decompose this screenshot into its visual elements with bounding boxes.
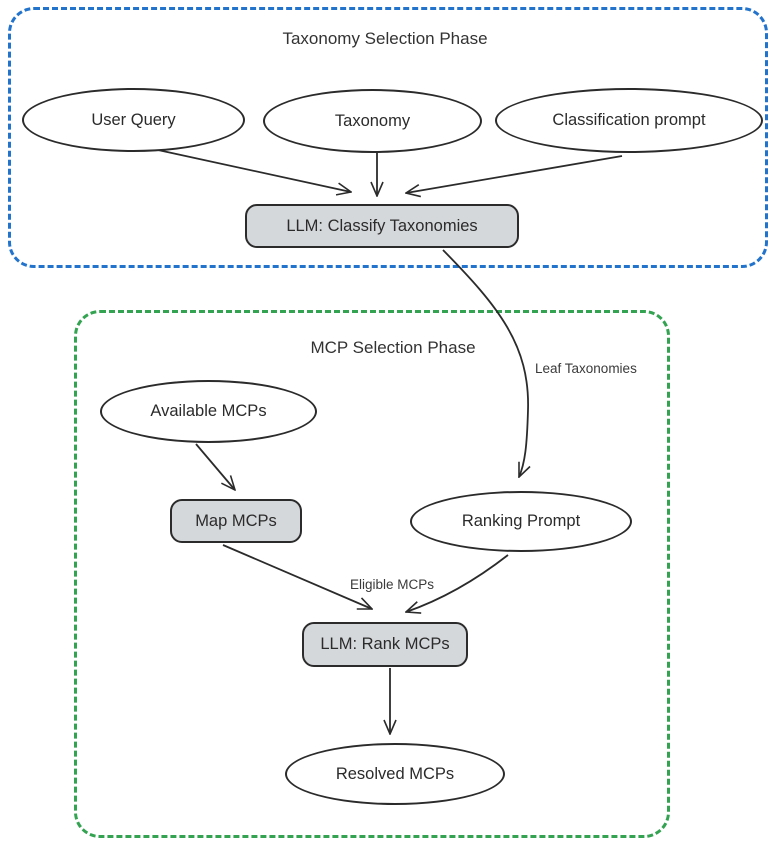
node-map-mcps-label: Map MCPs	[195, 511, 277, 530]
node-taxonomy: Taxonomy	[263, 89, 482, 153]
edge-classification-prompt-to-llm-classify	[406, 155, 623, 193]
node-available-mcps: Available MCPs	[100, 380, 317, 443]
node-map-mcps: Map MCPs	[170, 499, 302, 543]
edge-available-mcps-to-map-mcps	[195, 443, 235, 490]
node-resolved-mcps: Resolved MCPs	[285, 743, 505, 805]
node-classification-prompt-label: Classification prompt	[552, 111, 706, 129]
node-taxonomy-label: Taxonomy	[334, 111, 411, 130]
node-llm-classify-taxonomies-label: LLM: Classify Taxonomies	[286, 216, 478, 235]
edge-user-query-to-llm-classify	[157, 149, 351, 192]
phase-title-mcp-selection: MCP Selection Phase	[310, 338, 476, 357]
node-ranking-prompt-label: Ranking Prompt	[461, 512, 581, 530]
edge-map-mcps-to-llm-rank	[222, 544, 372, 610]
node-user-query: User Query	[22, 88, 245, 152]
edge-label-eligible-mcps: Eligible MCPs	[349, 577, 435, 592]
edge-label-leaf-taxonomies: Leaf Taxonomies	[535, 361, 637, 376]
edge-llm-classify-to-ranking-prompt	[442, 249, 528, 477]
phase-box-taxonomy-selection	[8, 7, 768, 268]
node-ranking-prompt: Ranking Prompt	[410, 491, 632, 552]
edge-ranking-prompt-to-llm-rank	[406, 554, 509, 612]
node-classification-prompt: Classification prompt	[495, 88, 763, 153]
node-llm-rank-mcps: LLM: Rank MCPs	[302, 622, 468, 667]
node-available-mcps-label: Available MCPs	[150, 402, 267, 420]
node-user-query-label: User Query	[91, 110, 176, 129]
node-llm-rank-mcps-label: LLM: Rank MCPs	[320, 635, 450, 653]
phase-box-mcp-selection	[74, 310, 670, 838]
node-llm-classify-taxonomies: LLM: Classify Taxonomies	[245, 204, 519, 248]
node-resolved-mcps-label: Resolved MCPs	[335, 764, 455, 783]
phase-title-taxonomy-selection: Taxonomy Selection Phase	[282, 29, 488, 48]
